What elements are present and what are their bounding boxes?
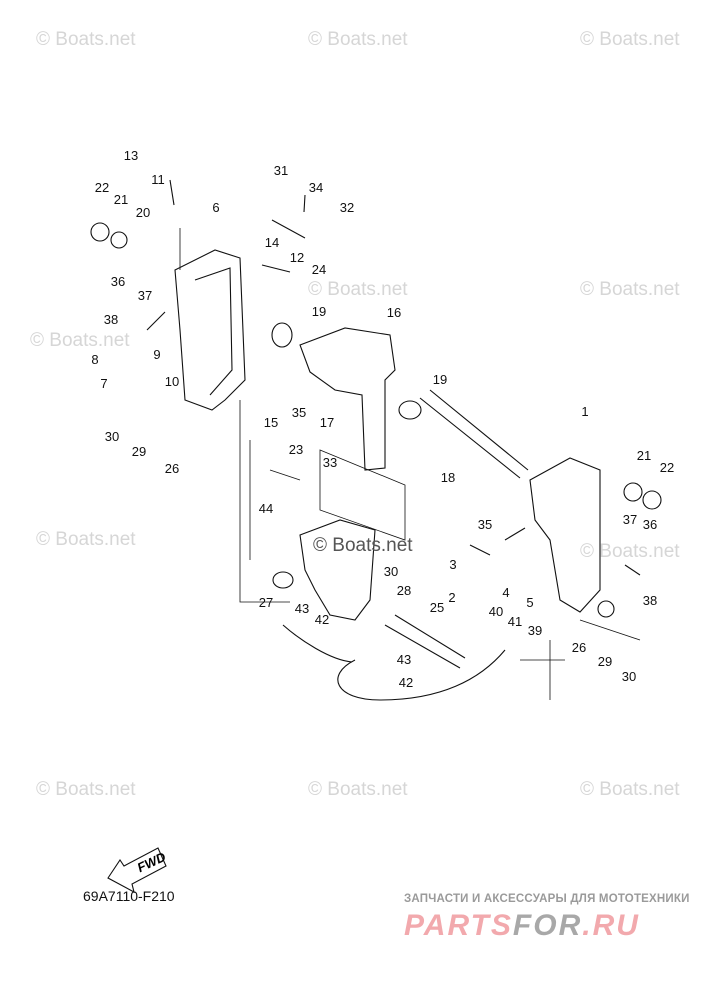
part-callout: 36: [111, 274, 125, 289]
part-callout: 17: [320, 415, 334, 430]
through-tube: [419, 389, 529, 479]
part-callout: 20: [136, 205, 150, 220]
part-callout: 4: [502, 585, 509, 600]
part-callout: 8: [91, 352, 98, 367]
part-callout: 35: [292, 405, 306, 420]
part-callout: 38: [104, 312, 118, 327]
part-callout: 5: [526, 595, 533, 610]
part-callout: 25: [430, 600, 444, 615]
part-callout: 40: [489, 604, 503, 619]
fwd-arrow-icon: [107, 847, 167, 894]
part-callout: 41: [508, 614, 522, 629]
tilt-cylinder: [299, 519, 376, 621]
watermark: © Boats.net: [580, 29, 680, 50]
part-callout: 15: [264, 415, 278, 430]
part-callout: 19: [433, 372, 447, 387]
part-callout: 29: [132, 444, 146, 459]
watermark: © Boats.net: [36, 529, 136, 550]
tube: [384, 614, 466, 669]
watermark: © Boats.net: [36, 29, 136, 50]
ad-logo: PARTSFOR.RU: [404, 909, 640, 943]
watermark: © Boats.net: [36, 779, 136, 800]
part-callout: 6: [212, 200, 219, 215]
part-callout: 26: [165, 461, 179, 476]
part-callout: 34: [309, 180, 323, 195]
part-callout: 38: [643, 593, 657, 608]
part-callout: 30: [384, 564, 398, 579]
part-callout: 21: [637, 448, 651, 463]
part-callout: 11: [151, 172, 165, 187]
part-callout: 1: [581, 404, 588, 419]
ad-logo-part1: PARTS: [404, 909, 513, 942]
watermark: © Boats.net: [580, 279, 680, 300]
part-callout: 3: [449, 557, 456, 572]
part-callout: 30: [622, 669, 636, 684]
part-callout: 26: [572, 640, 586, 655]
part-callout: 24: [312, 262, 326, 277]
part-callout: 42: [399, 675, 413, 690]
ad-logo-part3: .RU: [582, 909, 640, 942]
part-callout: 19: [312, 304, 326, 319]
part-callout: 21: [114, 192, 128, 207]
part-callout: 22: [95, 180, 109, 195]
part-callout: 28: [397, 583, 411, 598]
fwd-label: FWD: [135, 849, 169, 875]
left-clamp-bracket: [174, 249, 246, 411]
part-callout: 32: [340, 200, 354, 215]
part-callout: 27: [259, 595, 273, 610]
part-callout: 30: [105, 429, 119, 444]
watermark: © Boats.net: [308, 779, 408, 800]
part-callout: 31: [274, 163, 288, 178]
watermark: © Boats.net: [308, 279, 408, 300]
part-callout: 42: [315, 612, 329, 627]
part-callout: 10: [165, 374, 179, 389]
center-watermark: © Boats.net: [313, 535, 413, 556]
part-callout: 29: [598, 654, 612, 669]
part-callout: 2: [448, 590, 455, 605]
watermark: © Boats.net: [580, 779, 680, 800]
part-callout: 43: [295, 601, 309, 616]
watermark: © Boats.net: [30, 330, 130, 351]
ad-logo-part2: FOR: [512, 909, 583, 942]
part-callout: 14: [265, 235, 279, 250]
part-callout: 37: [623, 512, 637, 527]
part-callout: 39: [528, 623, 542, 638]
part-callout: 13: [124, 148, 138, 163]
watermark: © Boats.net: [580, 541, 680, 562]
ad-subtitle: ЗАПЧАСТИ И АКСЕССУАРЫ ДЛЯ МОТОТЕХНИКИ: [404, 893, 690, 905]
ground-wire: [337, 649, 506, 701]
part-callout: 7: [100, 376, 107, 391]
part-callout: 43: [397, 652, 411, 667]
part-callout: 35: [478, 517, 492, 532]
part-callout: 9: [153, 347, 160, 362]
diagram-code: 69A7110-F210: [83, 888, 175, 904]
right-clamp-bracket: [529, 457, 601, 613]
part-callout: 23: [289, 442, 303, 457]
part-callout: 37: [138, 288, 152, 303]
watermark: © Boats.net: [308, 29, 408, 50]
part-callout: 33: [323, 455, 337, 470]
part-callout: 22: [660, 460, 674, 475]
swivel-bracket: [299, 327, 396, 471]
part-callout: 18: [441, 470, 455, 485]
part-callout: 44: [259, 501, 273, 516]
part-callout: 36: [643, 517, 657, 532]
part-callout: 12: [290, 250, 304, 265]
part-callout: 16: [387, 305, 401, 320]
